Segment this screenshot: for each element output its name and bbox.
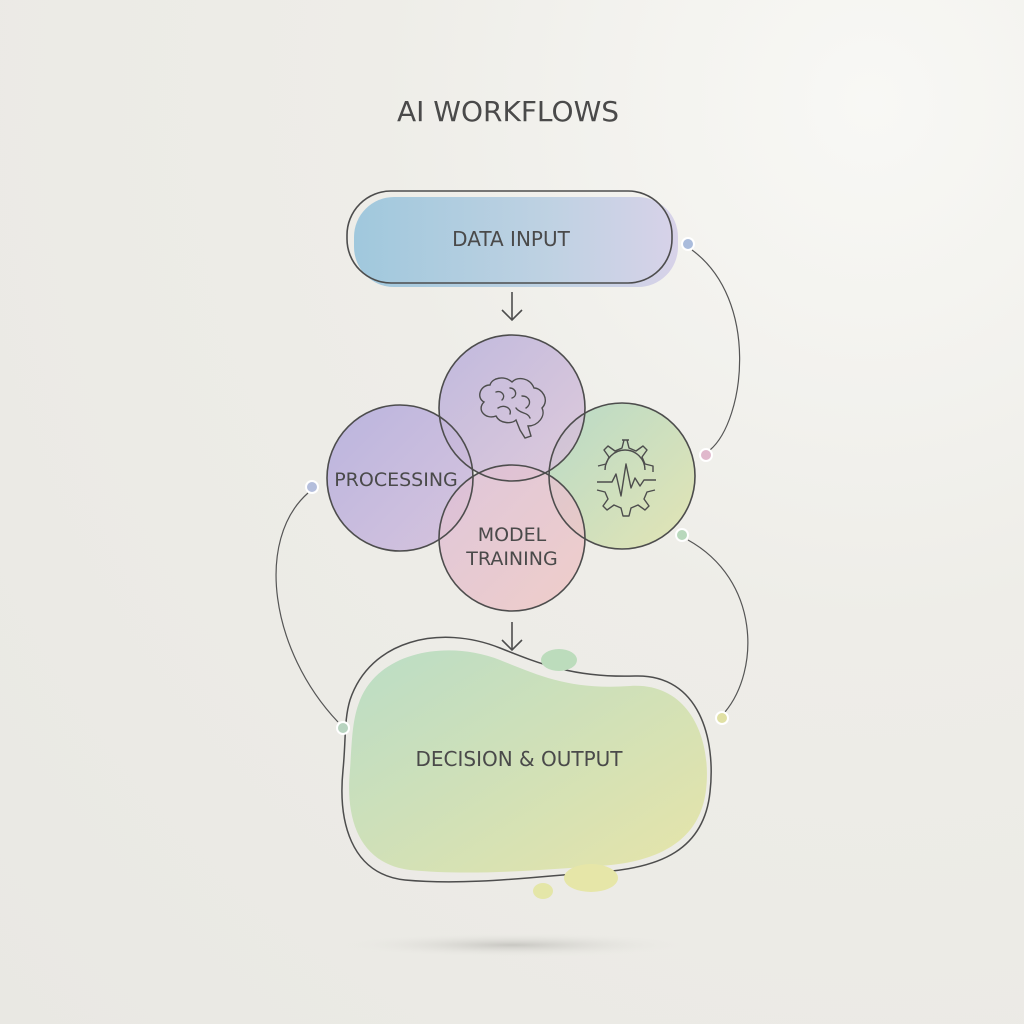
circle-brain <box>439 335 585 481</box>
circle-gear <box>549 403 695 549</box>
model-training-label-line1: MODEL <box>478 524 547 546</box>
decorative-blob <box>533 883 553 899</box>
decorative-blob <box>541 649 577 671</box>
connector-dots <box>305 237 729 735</box>
data-input-label: DATA INPUT <box>452 227 570 251</box>
processing-label: PROCESSING <box>334 469 458 491</box>
connector-input-to-gear <box>691 249 741 451</box>
drop-shadow <box>342 933 682 957</box>
decision-output-label: DECISION & OUTPUT <box>415 747 623 771</box>
arrow-down-icon <box>501 292 523 322</box>
circle-cluster <box>326 334 696 612</box>
model-training-label-line2: TRAINING <box>465 548 557 570</box>
connector-gear-to-output <box>687 539 749 713</box>
connector-lines <box>275 249 749 723</box>
connector-dot <box>715 711 729 725</box>
connector-dot <box>675 528 689 542</box>
diagram-title: AI WORKFLOWS <box>397 95 619 128</box>
connector-dot <box>305 480 319 494</box>
node-decision-output: DECISION & OUTPUT <box>341 636 712 957</box>
circle-processing <box>327 405 473 551</box>
connector-dot <box>336 721 350 735</box>
arrow-down-icon <box>501 622 523 652</box>
decorative-blob <box>564 864 618 892</box>
circle-model-training <box>439 465 585 611</box>
node-data-input: DATA INPUT <box>346 190 678 287</box>
brain-icon <box>479 377 546 439</box>
connector-dot <box>681 237 695 251</box>
connector-dot <box>699 448 713 462</box>
connector-processing-to-output <box>275 492 339 723</box>
gear-pulse-icon <box>596 439 656 517</box>
